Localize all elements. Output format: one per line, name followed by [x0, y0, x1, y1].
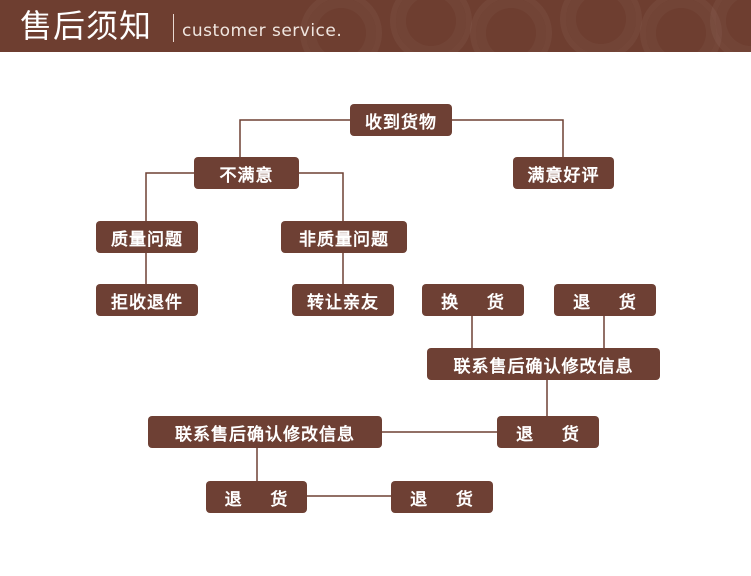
node-return-bottom-left: 退 货: [206, 481, 307, 513]
node-refuse-return: 拒收退件: [96, 284, 198, 316]
cloud-pattern: [710, 0, 751, 52]
node-non-quality-issue: 非质量问题: [281, 221, 407, 253]
title-divider: [173, 14, 174, 42]
node-quality-issue: 质量问题: [96, 221, 198, 253]
page-title: 售后须知: [20, 7, 153, 45]
node-satisfied: 满意好评: [513, 157, 614, 189]
node-return-mid: 退 货: [497, 416, 599, 448]
cloud-pattern: [390, 0, 472, 52]
connector-line: [145, 172, 194, 221]
header-banner: 售后须知 customer service.: [0, 0, 751, 52]
connector-line: [299, 172, 344, 221]
node-unsatisfied: 不满意: [194, 157, 299, 189]
node-contact-right: 联系售后确认修改信息: [427, 348, 660, 380]
cloud-pattern: [300, 0, 382, 52]
node-contact-left: 联系售后确认修改信息: [148, 416, 382, 448]
cloud-pattern: [560, 0, 642, 52]
node-received: 收到货物: [350, 104, 452, 136]
page-subtitle: customer service.: [182, 21, 343, 41]
connector-line: [239, 119, 350, 157]
cloud-pattern: [470, 0, 552, 52]
node-return-right: 退 货: [554, 284, 656, 316]
node-gift-friend: 转让亲友: [292, 284, 394, 316]
node-return-bottom-right: 退 货: [391, 481, 493, 513]
node-exchange: 换 货: [422, 284, 524, 316]
connector-line: [452, 119, 564, 157]
